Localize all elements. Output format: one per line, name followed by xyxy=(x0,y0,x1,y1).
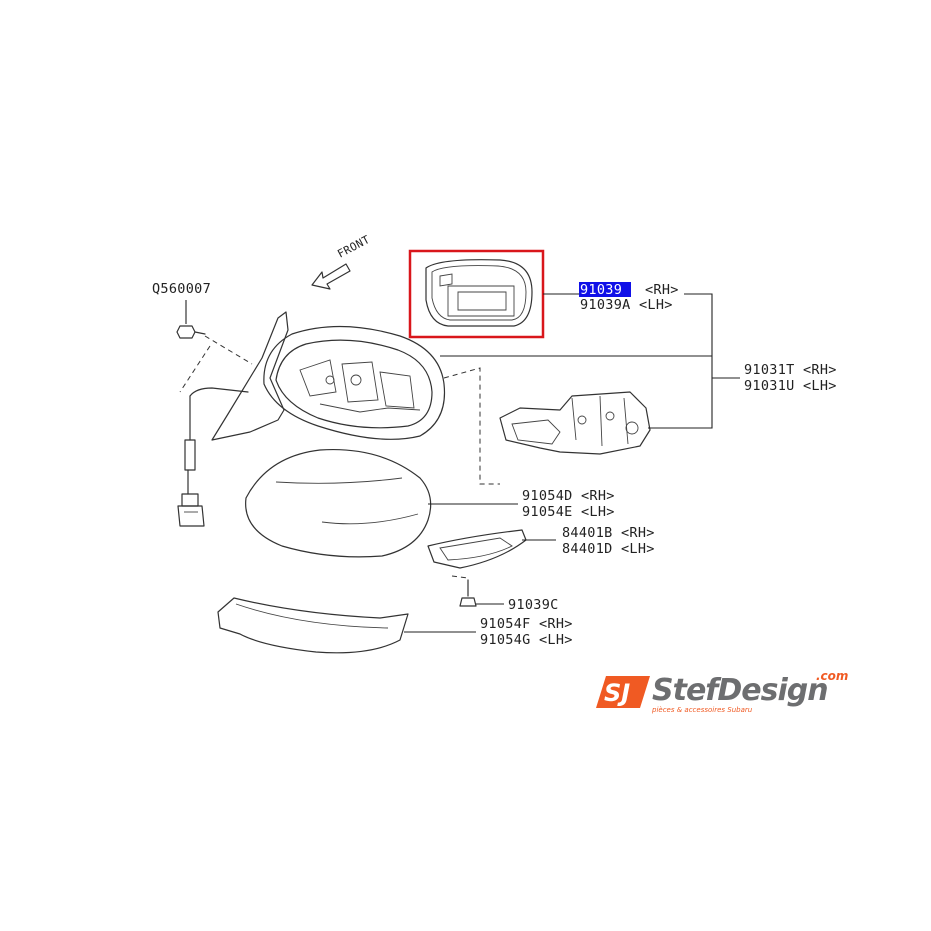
turn-lamp xyxy=(427,529,527,569)
logo-tagline: pièces & accessoires Subaru xyxy=(651,706,753,714)
lower-cover-rh-label[interactable]: 91054F <RH> xyxy=(480,616,573,632)
actuator-lh-label[interactable]: 91031U <LH> xyxy=(744,378,837,394)
lamp-rh-label[interactable]: 84401B <RH> xyxy=(562,525,655,541)
screw xyxy=(459,579,477,607)
logo-sd-letters: SJ xyxy=(604,679,630,707)
stefdesign-logo: SJ StefDesign .com pièces & accessoires … xyxy=(596,669,848,714)
bolt-and-connector xyxy=(176,300,253,527)
mirror-housing xyxy=(211,311,446,441)
bolt-label[interactable]: Q560007 xyxy=(152,281,211,297)
assembly-line-2 xyxy=(451,575,469,579)
mirror-glass xyxy=(408,249,545,339)
logo-brand: StefDesign xyxy=(652,673,828,708)
part-labels: 91039 <RH> 91039A <LH> 91031T <RH> 91031… xyxy=(152,281,837,648)
front-label: FRONT xyxy=(335,233,372,261)
cover-lh-label[interactable]: 91054E <LH> xyxy=(522,504,615,520)
lower-cover-lh-label[interactable]: 91054G <LH> xyxy=(480,632,573,648)
highlight-box xyxy=(408,249,545,339)
leader-lines xyxy=(404,293,740,633)
glass-rh-number[interactable]: 91039 xyxy=(580,282,622,298)
front-arrow: FRONT xyxy=(311,233,372,290)
highlight-number-bg xyxy=(579,282,631,297)
logo-sd-mark xyxy=(596,676,650,708)
mirror-cover xyxy=(245,448,432,558)
glass-rh-suffix: <RH> xyxy=(645,282,679,298)
screw-label[interactable]: 91039C xyxy=(508,597,559,613)
logo-domain: .com xyxy=(816,669,848,683)
assembly-line-1 xyxy=(443,367,500,485)
glass-lh-label[interactable]: 91039A <LH> xyxy=(580,297,673,313)
actuator-rh-label[interactable]: 91031T <RH> xyxy=(744,362,837,378)
cover-rh-label[interactable]: 91054D <RH> xyxy=(522,488,615,504)
mirror-actuator xyxy=(499,391,651,455)
lamp-lh-label[interactable]: 84401D <LH> xyxy=(562,541,655,557)
lower-cover xyxy=(217,597,409,654)
